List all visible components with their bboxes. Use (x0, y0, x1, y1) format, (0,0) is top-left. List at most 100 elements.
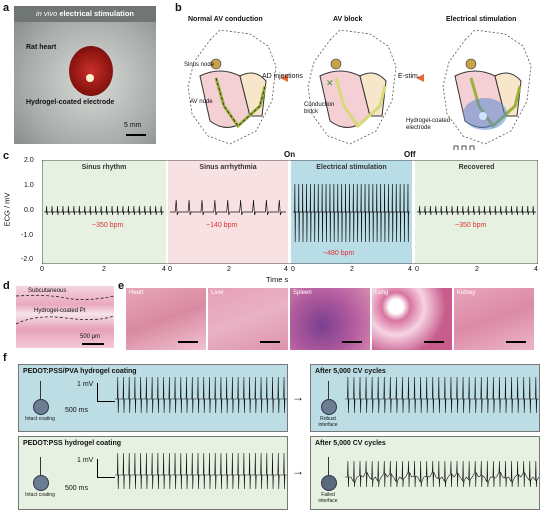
label-av-node: AV node (190, 99, 213, 105)
f-row1-title: PEDOT:PSS/PVA hydrogel coating (23, 368, 137, 375)
heart-av-block: ✕ (307, 29, 397, 145)
ecg-segments (42, 160, 538, 264)
label-rat-heart: Rat heart (26, 44, 57, 51)
f-row2-after-state: Failed interface (318, 492, 338, 504)
scale-bar-v-2 (97, 459, 98, 477)
f-row1-left: PEDOT:PSS/PVA hydrogel coating Intact co… (18, 364, 288, 432)
label-on: On (284, 150, 296, 159)
f-ecg-1 (115, 376, 287, 414)
segment-3: Electrical stimulation ~480 bpm (291, 160, 412, 264)
electrode-stem-3 (40, 457, 41, 475)
xtick-s3-4: 4 (408, 266, 412, 273)
b-title-1: Normal AV conduction (188, 16, 263, 23)
heart-normal (187, 29, 277, 145)
f-row1-after-state: Robust interface (318, 416, 338, 428)
xtick-s1-0: 0 (40, 266, 44, 273)
histo-spleen: Spleen (290, 288, 370, 350)
f-row2-title: PEDOT:PSS hydrogel coating (23, 440, 122, 447)
histo-liver-label: Liver (211, 290, 225, 296)
label-subcutaneous: Subcutaneous (28, 288, 67, 294)
histo-heart: Heart (126, 288, 206, 350)
xtick-s1-2: 2 (102, 266, 106, 273)
f-row1-right: After 5,000 CV cycles Robust interface (310, 364, 540, 432)
label-conduction-block: Conduction block (304, 102, 335, 115)
xtick-s2-2: 2 (227, 266, 231, 273)
scale-bar-heart (178, 341, 198, 343)
panel-a-photo: in vivo electrical stimulation Rat heart… (14, 6, 156, 144)
electrode-dot (86, 74, 94, 82)
segment-2: Sinus arrhythmia ~140 bpm (168, 160, 288, 264)
scale-bar-t-2 (97, 477, 115, 478)
ecg-xlabel: Time s (266, 275, 289, 284)
f-row2-after: After 5,000 CV cycles (315, 440, 386, 447)
scale-ms-1: 500 ms (65, 407, 88, 414)
segment-3-bpm: ~480 bpm (323, 250, 355, 257)
label-sinus-node: Sinus node (184, 62, 215, 68)
segment-4: Recovered ~350 bpm (415, 160, 538, 264)
ytick-1: 1.0 (24, 182, 34, 189)
electrode-stem-4 (328, 457, 329, 475)
svg-text:✕: ✕ (326, 78, 334, 88)
ytick-2: 2.0 (24, 157, 34, 164)
segment-1-label: Sinus rhythm (81, 164, 127, 171)
label-electrode: Hydrogel-coated electrode (26, 99, 115, 106)
segment-1: Sinus rhythm ~350 bpm (42, 160, 166, 264)
b-title-2: AV block (333, 16, 363, 23)
histo-spleen-label: Spleen (293, 290, 312, 296)
arrow-row1: → (292, 390, 304, 404)
electrode-icon-4 (321, 475, 337, 491)
f-row1-after: After 5,000 CV cycles (315, 368, 386, 375)
xtick-s3-2: 2 (350, 266, 354, 273)
f-row2-right: After 5,000 CV cycles Failed interface (310, 436, 540, 510)
segment-4-bpm: ~350 bpm (455, 222, 487, 229)
heart-diagrams: ✕ (187, 29, 532, 150)
electrode-icon-1 (33, 399, 49, 415)
histo-liver: Liver (208, 288, 288, 350)
xtick-s4-0: 0 (415, 266, 419, 273)
panel-d-letter: d (3, 280, 10, 292)
heart-stimulation (442, 29, 532, 150)
scale-mv-1: 1 mV (77, 381, 94, 388)
segment-1-bpm: ~350 bpm (92, 222, 124, 229)
label-ad-injections: AD injections (262, 73, 303, 80)
label-hydrogel-electrode: Hydrogel-coated electrode (406, 118, 451, 131)
scale-bar-v-1 (97, 383, 98, 401)
interface-lines (16, 294, 114, 325)
label-estim: E-stim. (398, 73, 420, 80)
xtick-s4-4: 4 (534, 266, 538, 273)
histo-lung-label: Lung (375, 290, 389, 296)
xtick-s4-2: 2 (475, 266, 479, 273)
panel-e-letter: e (118, 280, 125, 292)
panel-f-letter: f (3, 352, 7, 364)
scale-d-bar (82, 343, 104, 345)
panel-d-histology: Subcutaneous Hydrogel-coated Pt 500 μm (16, 286, 114, 348)
label-hydrogel-pt: Hydrogel-coated Pt (34, 308, 86, 314)
ecg-ylabel: ECG / mV (2, 192, 12, 227)
arrow-row2: → (292, 464, 304, 478)
scale-bar-t-1 (97, 401, 115, 402)
f-row2-state: Intact coating (25, 492, 55, 498)
scale-bar-lung (424, 341, 444, 343)
segment-4-label: Recovered (458, 164, 495, 171)
scale-mv-2: 1 mV (77, 457, 94, 464)
electrode-icon-2 (321, 399, 337, 415)
f-ecg-2 (345, 376, 539, 414)
xtick-s2-0: 0 (168, 266, 172, 273)
histo-heart-label: Heart (129, 290, 144, 296)
scale-d-label: 500 μm (80, 334, 101, 340)
panel-b-letter: b (175, 2, 182, 14)
segment-2-label: Sinus arrhythmia (199, 164, 257, 171)
panel-a-letter: a (3, 2, 10, 14)
f-ecg-3 (115, 452, 287, 490)
xtick-s1-4: 4 (162, 266, 166, 273)
f-ecg-4 (345, 460, 539, 488)
scale-bar (126, 134, 146, 136)
ytick-m2: -2.0 (21, 256, 34, 263)
electrode-icon-3 (33, 475, 49, 491)
histo-kidney: Kidney (454, 288, 534, 350)
b-title-3: Electrical stimulation (446, 16, 517, 23)
rat-heart (69, 46, 113, 96)
segment-3-label: Electrical stimulation (316, 164, 387, 171)
segment-2-bpm: ~140 bpm (206, 222, 238, 229)
panel-c-letter: c (3, 150, 10, 162)
